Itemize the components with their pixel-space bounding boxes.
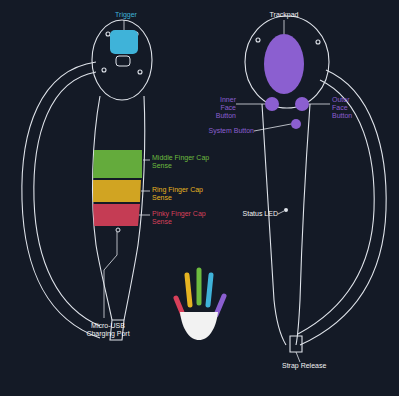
part-label: Inner Face Button (204, 96, 236, 120)
part-label: System Button (204, 127, 254, 135)
part-label: Micro-USB Charging Port (80, 322, 136, 338)
part-label: Outer Face Button (332, 96, 366, 120)
part-label: Trackpad (262, 11, 306, 19)
part-label: Strap Release (282, 362, 332, 370)
part-label: Middle Finger Cap Sense (152, 154, 212, 170)
part-label: Trigger (106, 11, 146, 19)
part-label: Status LED (232, 210, 278, 218)
part-label: Pinky Finger Cap Sense (152, 210, 212, 226)
part-label: Ring Finger Cap Sense (152, 186, 212, 202)
